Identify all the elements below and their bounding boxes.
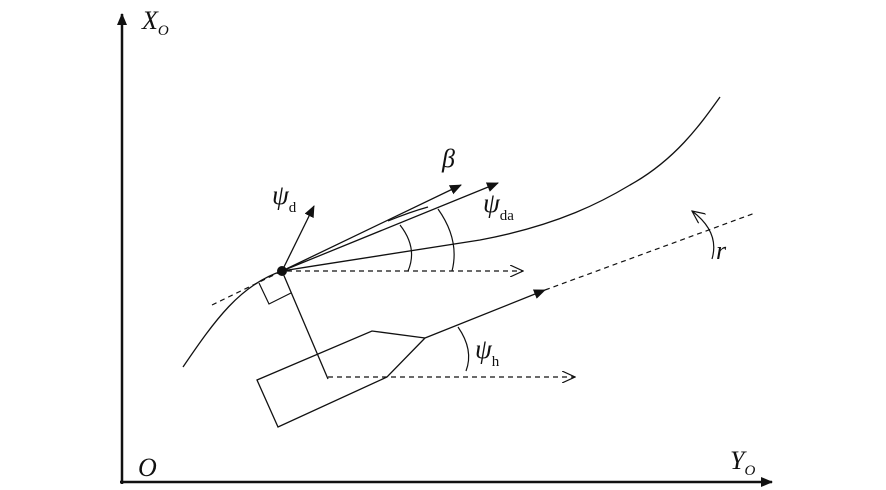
yaw-rate-arc (692, 211, 715, 260)
psi-da-label: ψda (483, 188, 514, 224)
right-angle-marker (258, 282, 292, 305)
beta-angle-arc (387, 206, 429, 222)
psi-da-angle-arc (437, 208, 455, 272)
origin-label: O (138, 453, 157, 482)
heading-vector (424, 289, 546, 339)
psi-d-label: ψd (272, 180, 297, 216)
beta-label: β (442, 144, 455, 173)
x-axis-label: XO (142, 6, 169, 39)
cross-track-line (281, 270, 329, 380)
path-tangent-dashed (211, 270, 283, 306)
psi-d-vector (281, 205, 315, 272)
y-axis-label: YO (730, 446, 756, 479)
psi-h-label: ψh (475, 334, 500, 370)
psi-d-angle-arc (399, 224, 413, 272)
psi-h-angle-arc (457, 326, 470, 372)
beta-vector (281, 184, 462, 272)
heading-dashed-extension (544, 212, 756, 291)
desired-path-curve (182, 96, 721, 368)
psi-da-vector (281, 182, 499, 272)
ship-hull (256, 330, 426, 428)
yaw-rate-label: r (716, 236, 727, 265)
